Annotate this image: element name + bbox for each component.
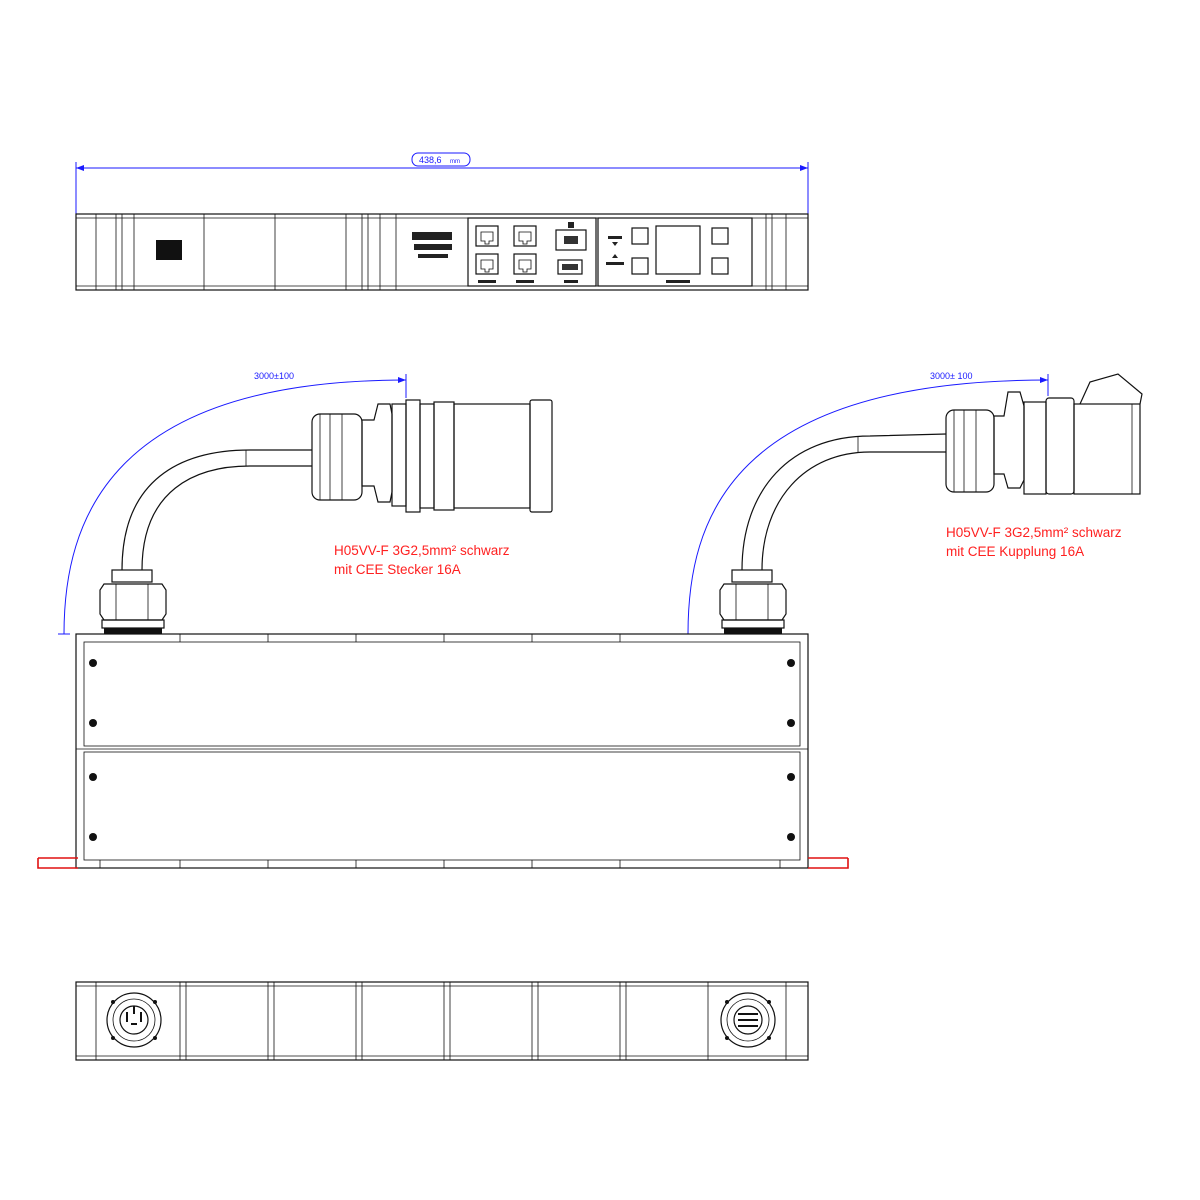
screw-icon xyxy=(89,719,97,727)
cable-gland-left xyxy=(99,569,167,634)
up-button xyxy=(711,227,729,245)
screw-icon xyxy=(89,773,97,781)
screw-icon xyxy=(89,833,97,841)
rear-view xyxy=(75,981,809,1061)
logo-block xyxy=(156,240,182,260)
network-port-panel xyxy=(467,217,597,287)
screw-icon xyxy=(787,773,795,781)
cee-coupling-right xyxy=(945,373,1143,495)
cable-length-dimension-right: 3000± 100 xyxy=(682,371,1049,635)
label-plate xyxy=(412,232,452,258)
status-indicators xyxy=(606,236,624,265)
select-button xyxy=(631,257,649,275)
cable-label-right-line1: H05VV-F 3G2,5mm² schwarz xyxy=(946,525,1122,540)
rj45-ports xyxy=(475,225,537,283)
cable-entry-left-icon xyxy=(106,992,162,1048)
top-view: 3000±100 3000± 100 xyxy=(37,371,1143,869)
left-cable xyxy=(121,449,312,571)
cee-plug-left xyxy=(311,399,553,513)
pdu-body-top-view xyxy=(75,633,809,869)
usb-ports xyxy=(555,222,587,283)
cable-label-left-line2: mit CEE Stecker 16A xyxy=(334,562,461,577)
front-chassis xyxy=(75,213,809,291)
cable-entry-right-icon xyxy=(720,992,776,1048)
front-view: 438,6 mm xyxy=(75,152,809,291)
rear-chassis xyxy=(75,981,809,1061)
width-value: 438,6 xyxy=(419,155,442,165)
down-button xyxy=(711,257,729,275)
cable-label-right-line2: mit CEE Kupplung 16A xyxy=(946,544,1084,559)
screw-icon xyxy=(787,833,795,841)
screw-icon xyxy=(89,659,97,667)
display-panel xyxy=(597,217,753,287)
screw-icon xyxy=(787,659,795,667)
cable-label-left-line1: H05VV-F 3G2,5mm² schwarz xyxy=(334,543,510,558)
lcd-display xyxy=(655,225,701,275)
cable-length-left: 3000±100 xyxy=(254,371,294,381)
cable-gland-right xyxy=(719,569,787,634)
mounting-bracket-left xyxy=(37,857,78,869)
mounting-bracket-right xyxy=(808,857,849,869)
cable-length-right: 3000± 100 xyxy=(930,371,972,381)
menu-button xyxy=(631,227,649,245)
right-cable xyxy=(741,433,947,571)
cable-length-dimension-left: 3000±100 xyxy=(58,371,407,635)
width-dimension: 438,6 mm xyxy=(75,152,809,214)
screw-icon xyxy=(787,719,795,727)
width-unit: mm xyxy=(450,159,460,165)
